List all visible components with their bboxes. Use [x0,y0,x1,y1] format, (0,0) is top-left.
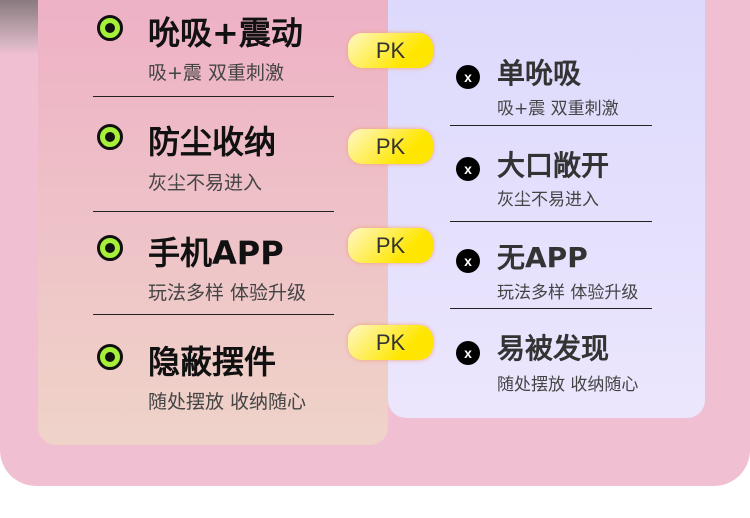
competitor-title: 单吮吸 [497,57,582,90]
competitor-subtitle: 吸+震 双重刺激 [497,99,619,119]
competitor-title: 易被发现 [497,332,610,365]
pk-badge: PK [348,33,433,68]
pk-badge: PK [348,228,433,263]
divider [93,314,334,315]
feature-subtitle: 玩法多样 体验升级 [148,282,307,304]
x-circle-icon: x [456,157,480,181]
x-circle-icon: x [456,341,480,365]
x-circle-icon: x [456,249,480,273]
feature-subtitle: 吸+震 双重刺激 [148,62,284,84]
feature-title: 吮吸+震动 [148,14,303,52]
competitor-title: 无APP [497,241,588,274]
check-circle-icon [97,124,123,150]
feature-title: 隐蔽摆件 [148,343,277,381]
divider [93,96,334,97]
divider [450,221,652,222]
divider [450,308,652,309]
feature-subtitle: 灰尘不易进入 [148,172,263,194]
right-panel [388,0,705,418]
feature-subtitle: 随处摆放 收纳随心 [148,391,307,413]
competitor-title: 大口敞开 [497,149,610,182]
competitor-subtitle: 玩法多样 体验升级 [497,283,639,303]
feature-title: 手机APP [148,234,284,272]
competitor-subtitle: 灰尘不易进入 [497,190,599,210]
check-circle-icon [97,235,123,261]
x-circle-icon: x [456,65,480,89]
pk-badge: PK [348,325,433,360]
divider [450,125,652,126]
pk-badge: PK [348,129,433,164]
check-circle-icon [97,344,123,370]
divider [93,211,334,212]
feature-title: 防尘收纳 [148,123,277,161]
check-circle-icon [97,15,123,41]
decor [0,0,38,55]
competitor-subtitle: 随处摆放 收纳随心 [497,375,639,395]
left-panel [38,0,388,445]
